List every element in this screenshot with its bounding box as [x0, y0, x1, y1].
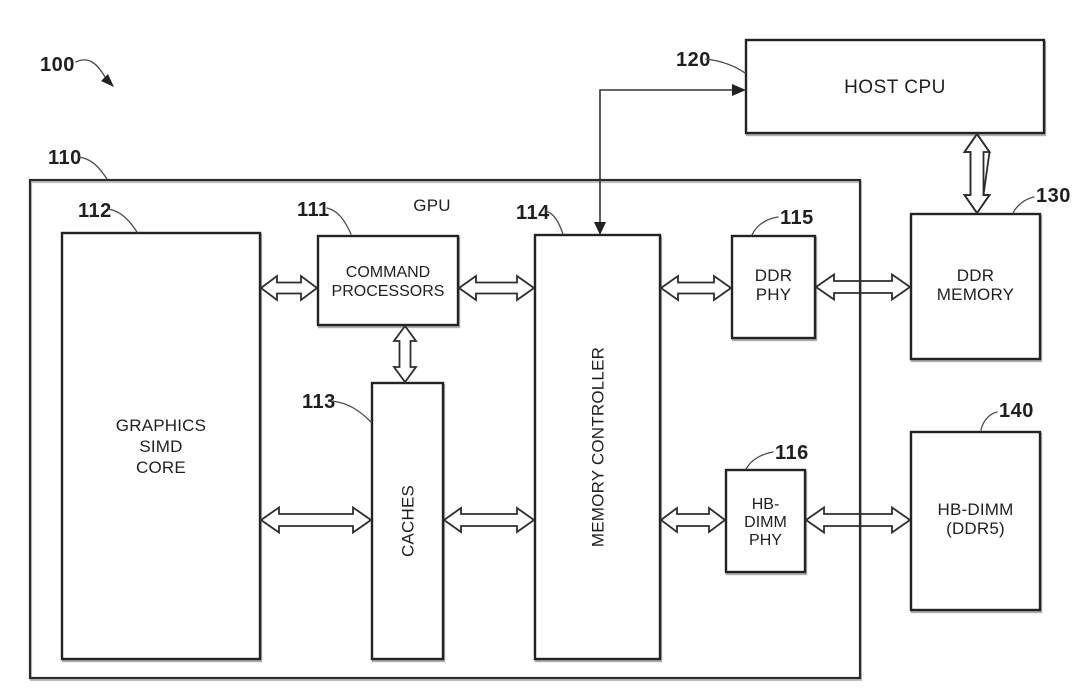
command-processors-ref-leader: [326, 207, 352, 235]
gpu-box-label: GPU: [413, 196, 450, 215]
command-processors-ref-label: 111: [297, 199, 330, 221]
ddr-phy-label-line1: DDR: [755, 266, 792, 285]
graphics-simd-core-label-line3: CORE: [136, 458, 186, 477]
caches-ref-label: 113: [302, 391, 336, 413]
connector-memorycontroller-hostcpu: [599, 89, 740, 228]
hb-dimm-label-line1: HB-DIMM: [938, 500, 1014, 519]
host-cpu-ref-label: 120: [676, 49, 711, 71]
memory-controller-ref-label: 114: [516, 202, 550, 224]
ddr-memory-box: [909, 212, 1042, 361]
gpu-box: [28, 178, 862, 680]
hb-dimm-phy-ref-label: 116: [775, 442, 809, 464]
ddr-phy-box: [730, 234, 817, 340]
ddr-memory-ref-label: 130: [1036, 185, 1071, 207]
caches-ref-leader: [331, 400, 372, 423]
connector-arrowhead-down-icon: [594, 222, 606, 235]
arrow-commandprocessors-caches-icon: [392, 324, 418, 384]
host-cpu-label: HOST CPU: [844, 77, 946, 98]
connector-arrowhead-right-icon: [732, 84, 746, 96]
caches-box: [370, 381, 445, 661]
arrow-hbdimmphy-hbdimm-icon: [804, 505, 912, 535]
hb-dimm-box: [909, 430, 1042, 612]
graphics-simd-core-label-line1: GRAPHICS: [116, 416, 206, 435]
hb-dimm-ref-leader: [980, 411, 998, 431]
graphics-simd-core-box: [60, 231, 262, 661]
command-processors-box: [316, 234, 460, 327]
system-ref-arrow: [75, 59, 106, 78]
ddr-phy-ref-label: 115: [780, 207, 814, 229]
arrow-commandprocessors-memorycontroller-icon: [457, 274, 536, 302]
system-ref-label: 100: [40, 54, 75, 76]
hb-dimm-phy-ref-leader: [745, 451, 774, 470]
ddr-phy-ref-leader: [751, 216, 779, 236]
host-cpu-ref-leader: [705, 58, 746, 74]
hb-dimm-phy-box: [724, 468, 807, 574]
command-processors-label-line1: COMMAND: [346, 264, 430, 281]
ddr-memory-label-line2: MEMORY: [937, 285, 1014, 304]
gpu-ref-label: 110: [48, 147, 82, 169]
hb-dimm-phy-label-line1: HB-: [752, 496, 780, 513]
ddr-phy-label-line2: PHY: [756, 285, 792, 304]
hb-dimm-phy-label-line3: PHY: [749, 532, 782, 549]
graphics-simd-core-label-line2: SIMD: [139, 437, 182, 456]
ddr-memory-label-line1: DDR: [957, 266, 994, 285]
arrow-ddrphy-ddrmemory-icon: [814, 272, 912, 302]
arrow-simdcore-commandprocessors-icon: [259, 274, 319, 302]
caches-label: CACHES: [399, 485, 418, 557]
memory-controller-box: [533, 233, 662, 661]
memory-controller-label: MEMORY CONTROLLER: [589, 347, 608, 547]
system-ref-arrowhead-icon: [101, 74, 114, 87]
command-processors-label-line2: PROCESSORS: [332, 283, 445, 300]
hb-dimm-ref-label: 140: [999, 400, 1034, 422]
arrow-hostcpu-ddrmemory-overlay-icon: [962, 132, 992, 215]
arrow-simdcore-caches-icon: [259, 505, 373, 535]
memory-controller-ref-leader: [545, 210, 564, 235]
host-cpu-box: [744, 38, 1046, 135]
arrow-memorycontroller-hbdimmphy-icon: [659, 506, 727, 534]
hb-dimm-phy-label-line2: DIMM: [744, 514, 787, 531]
hb-dimm-label-line2: (DDR5): [946, 519, 1005, 538]
arrow-memorycontroller-ddrphy-icon: [659, 274, 733, 302]
graphics-simd-core-ref-leader: [107, 208, 138, 233]
ddr-memory-ref-leader: [1012, 196, 1035, 214]
arrow-caches-memorycontroller-icon: [442, 506, 536, 534]
gpu-ref-leader: [78, 156, 108, 180]
graphics-simd-core-ref-label: 112: [78, 200, 112, 222]
